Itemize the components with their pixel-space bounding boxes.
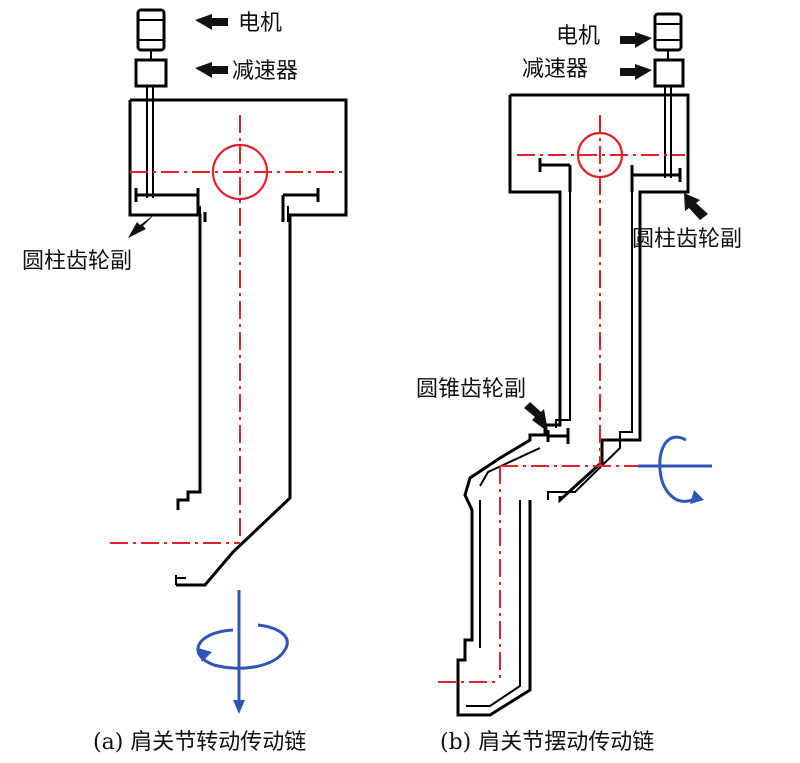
right-bevel-arrow-icon xyxy=(524,402,548,432)
right-lower-arm-inner xyxy=(466,192,633,707)
left-gear-arrow-icon xyxy=(128,214,155,238)
right-motor-arrow-icon xyxy=(620,32,652,48)
right-reducer-arrow-icon xyxy=(620,64,652,80)
right-gear-label: 圆柱齿轮副 xyxy=(632,227,742,252)
right-bevel-gear xyxy=(546,428,570,444)
right-cylindrical-gear xyxy=(538,158,682,192)
right-gear-arrow-icon xyxy=(684,193,708,220)
left-rotation-icon xyxy=(196,590,289,714)
left-housing xyxy=(128,98,348,587)
left-arm-step xyxy=(175,575,186,585)
left-diagram: 电机 减速器 圆柱齿轮副 (a) 肩关节转动传动链 xyxy=(22,8,348,755)
left-gear-label: 圆柱齿轮副 xyxy=(22,249,132,274)
right-caption: (b) 肩关节摆动传动链 xyxy=(440,730,654,755)
left-reducer-label: 减速器 xyxy=(232,59,298,84)
right-bevel-label: 圆锥齿轮副 xyxy=(416,377,526,402)
right-motor-label: 电机 xyxy=(556,24,600,49)
left-reducer-arrow-icon xyxy=(195,62,228,78)
right-housing xyxy=(456,93,690,717)
left-motor xyxy=(136,8,166,52)
left-cylindrical-gear xyxy=(134,188,320,222)
right-rotation-icon xyxy=(638,435,712,504)
right-reducer-label: 减速器 xyxy=(522,57,588,82)
right-motor xyxy=(653,12,683,52)
right-joint-circle xyxy=(576,131,624,179)
left-motor-arrow-icon xyxy=(195,14,228,30)
left-motor-label: 电机 xyxy=(238,11,282,36)
left-joint-circle xyxy=(211,143,269,201)
right-reducer xyxy=(653,58,685,88)
left-reducer xyxy=(134,58,168,88)
right-diagram: 电机 减速器 圆柱齿轮副 圆锥齿轮副 (b) 肩关节摆动传动链 xyxy=(416,12,742,755)
left-caption: (a) 肩关节转动传动链 xyxy=(93,730,306,755)
